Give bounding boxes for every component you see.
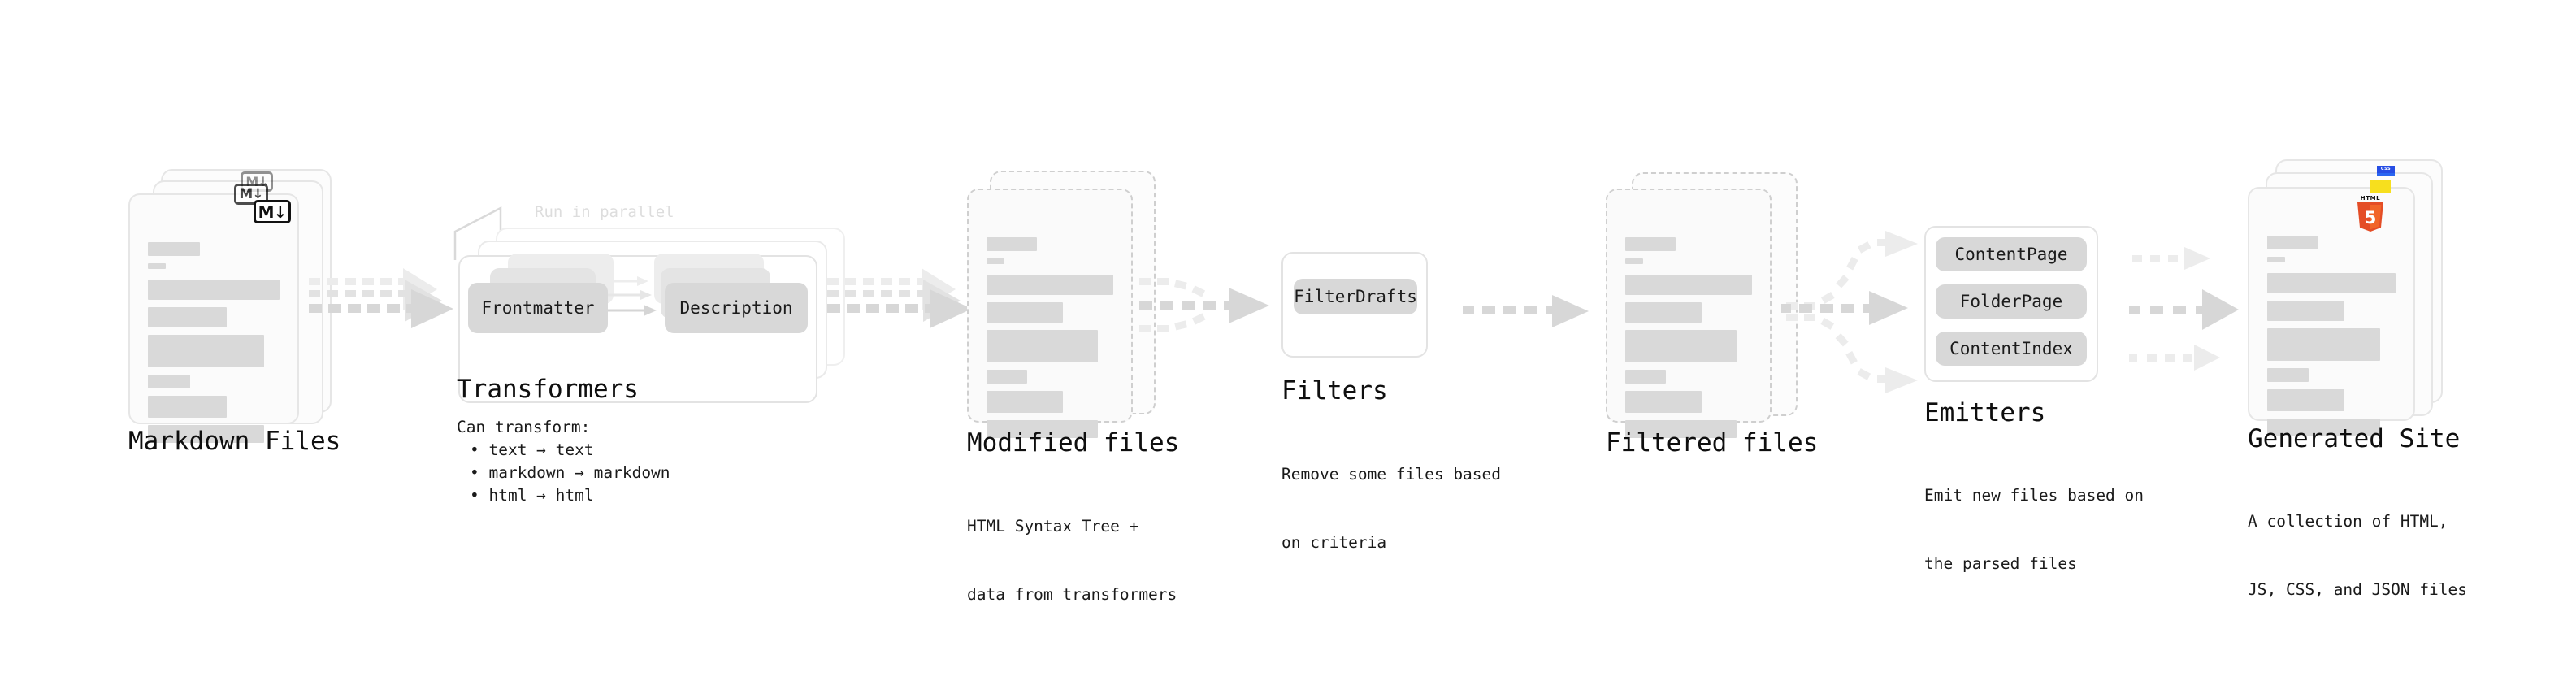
filters-subtitle: Remove some files based on criteria <box>1281 418 1501 600</box>
filtered-file-front <box>1606 189 1772 438</box>
stage-title-generated-site: Generated Site <box>2248 424 2461 453</box>
emitter-chip-label: ContentPage <box>1954 245 2068 264</box>
stage-title-markdown-files: Markdown Files <box>128 427 341 456</box>
file-bar <box>2267 419 2381 436</box>
modified-files-subtitle: HTML Syntax Tree + data from transformer… <box>967 470 1177 652</box>
stage-title-emitters: Emitters <box>1924 398 2046 427</box>
arrow-filters-to-filtered <box>1463 295 1589 327</box>
emitter-chip-label: FolderPage <box>1959 292 2063 311</box>
file-bar <box>2267 328 2381 361</box>
file-bar <box>2267 257 2285 262</box>
file-bar <box>148 263 166 269</box>
html5-badge: HTML 5 <box>2355 195 2386 232</box>
markdown-file-front <box>128 193 299 443</box>
file-content-bars <box>987 237 1113 445</box>
run-in-parallel-label: Run in parallel <box>535 203 674 221</box>
markdown-badge: M↓ <box>254 200 291 223</box>
html5-shield-icon: 5 <box>2357 202 2383 232</box>
arrow-modified-to-filters <box>1139 278 1269 332</box>
file-bar <box>1625 275 1752 295</box>
file-bar <box>987 258 1004 264</box>
transformer-chip-label: Frontmatter <box>481 298 595 318</box>
file-bar <box>148 280 280 300</box>
file-content-bars <box>2267 236 2396 444</box>
emitter-chip-folderpage[interactable]: FolderPage <box>1936 284 2087 319</box>
stage-title-modified-files: Modified files <box>967 428 1180 458</box>
transformers-bullet: • text → text <box>470 440 594 459</box>
file-bar <box>987 237 1037 251</box>
file-bar <box>987 330 1099 362</box>
file-bar <box>148 425 264 443</box>
subtitle-line: Emit new files based on <box>1924 486 2144 505</box>
emitter-chip-contentindex[interactable]: ContentIndex <box>1936 332 2087 366</box>
transformers-subtitle-heading: Can transform: <box>457 418 591 436</box>
stage-title-transformers: Transformers <box>457 375 639 404</box>
subtitle-line: HTML Syntax Tree + <box>967 517 1139 536</box>
transformers-bullet: • markdown → markdown <box>470 463 670 482</box>
file-bar <box>148 335 264 367</box>
file-bar <box>148 396 228 418</box>
css-badge-label: CSS <box>2380 167 2392 171</box>
file-bar <box>2267 368 2309 382</box>
subtitle-line: Remove some files based <box>1281 465 1502 484</box>
subtitle-line: JS, CSS, and JSON files <box>2248 580 2468 599</box>
file-bar <box>2267 301 2344 321</box>
run-in-parallel-bracket <box>453 206 502 260</box>
stage-title-filtered-files: Filtered files <box>1606 428 1819 458</box>
markdown-badge-label: M↓ <box>239 186 263 202</box>
file-bar <box>1625 302 1702 323</box>
stage-title-filters: Filters <box>1281 376 1388 406</box>
arrow-markdown-to-transformers <box>309 268 453 328</box>
file-bar <box>1625 330 1737 362</box>
file-content-bars <box>1625 237 1752 445</box>
filter-chip-label: FilterDrafts <box>1294 287 1417 306</box>
file-bar <box>148 242 200 256</box>
subtitle-line: A collection of HTML, <box>2248 512 2448 531</box>
transformer-inner-arrows <box>608 276 657 316</box>
subtitle-line: data from transformers <box>967 585 1177 604</box>
file-bar <box>2267 273 2396 293</box>
html5-badge-label: HTML <box>2360 195 2381 202</box>
file-bar <box>2267 389 2344 411</box>
arrow-emitters-to-site <box>2129 247 2239 371</box>
html5-digit: 5 <box>2365 208 2377 228</box>
file-bar <box>1625 420 1737 438</box>
subtitle-line: on criteria <box>1281 533 1387 552</box>
file-bar <box>987 420 1099 438</box>
transformer-chip-frontmatter[interactable]: Frontmatter <box>468 283 608 333</box>
file-bar <box>1625 370 1666 384</box>
transformer-chip-label: Description <box>679 298 793 318</box>
file-bar <box>1625 391 1702 413</box>
emitters-subtitle: Emit new files based on the parsed files <box>1924 439 2144 621</box>
modified-file-front <box>967 189 1133 438</box>
transformers-bullet: • html → html <box>470 486 594 505</box>
js-badge <box>2370 180 2391 193</box>
filter-chip-filterdrafts[interactable]: FilterDrafts <box>1294 279 1417 314</box>
emitter-chip-contentpage[interactable]: ContentPage <box>1936 237 2087 271</box>
file-bar <box>987 275 1113 295</box>
markdown-badge-label: M↓ <box>258 202 288 222</box>
file-bar <box>148 307 228 327</box>
arrow-transformers-to-modified <box>827 268 972 328</box>
file-bar <box>148 375 190 388</box>
emitter-chip-label: ContentIndex <box>1949 339 2073 358</box>
file-bar <box>987 370 1027 384</box>
subtitle-line: the parsed files <box>1924 554 2077 573</box>
file-bar <box>987 391 1063 413</box>
site-file-front <box>2248 187 2415 436</box>
transformer-chip-description[interactable]: Description <box>665 283 808 333</box>
file-content-bars <box>148 242 280 450</box>
arrow-filtered-to-emitters <box>1781 231 1918 393</box>
file-bar <box>987 302 1063 323</box>
transformers-bullet-list: • text → text • markdown → markdown • ht… <box>470 439 670 507</box>
file-bar <box>1625 237 1676 251</box>
file-bar <box>1625 258 1643 264</box>
file-bar <box>2267 236 2318 249</box>
generated-site-subtitle: A collection of HTML, JS, CSS, and JSON … <box>2248 465 2467 647</box>
css-badge: CSS <box>2377 166 2395 176</box>
